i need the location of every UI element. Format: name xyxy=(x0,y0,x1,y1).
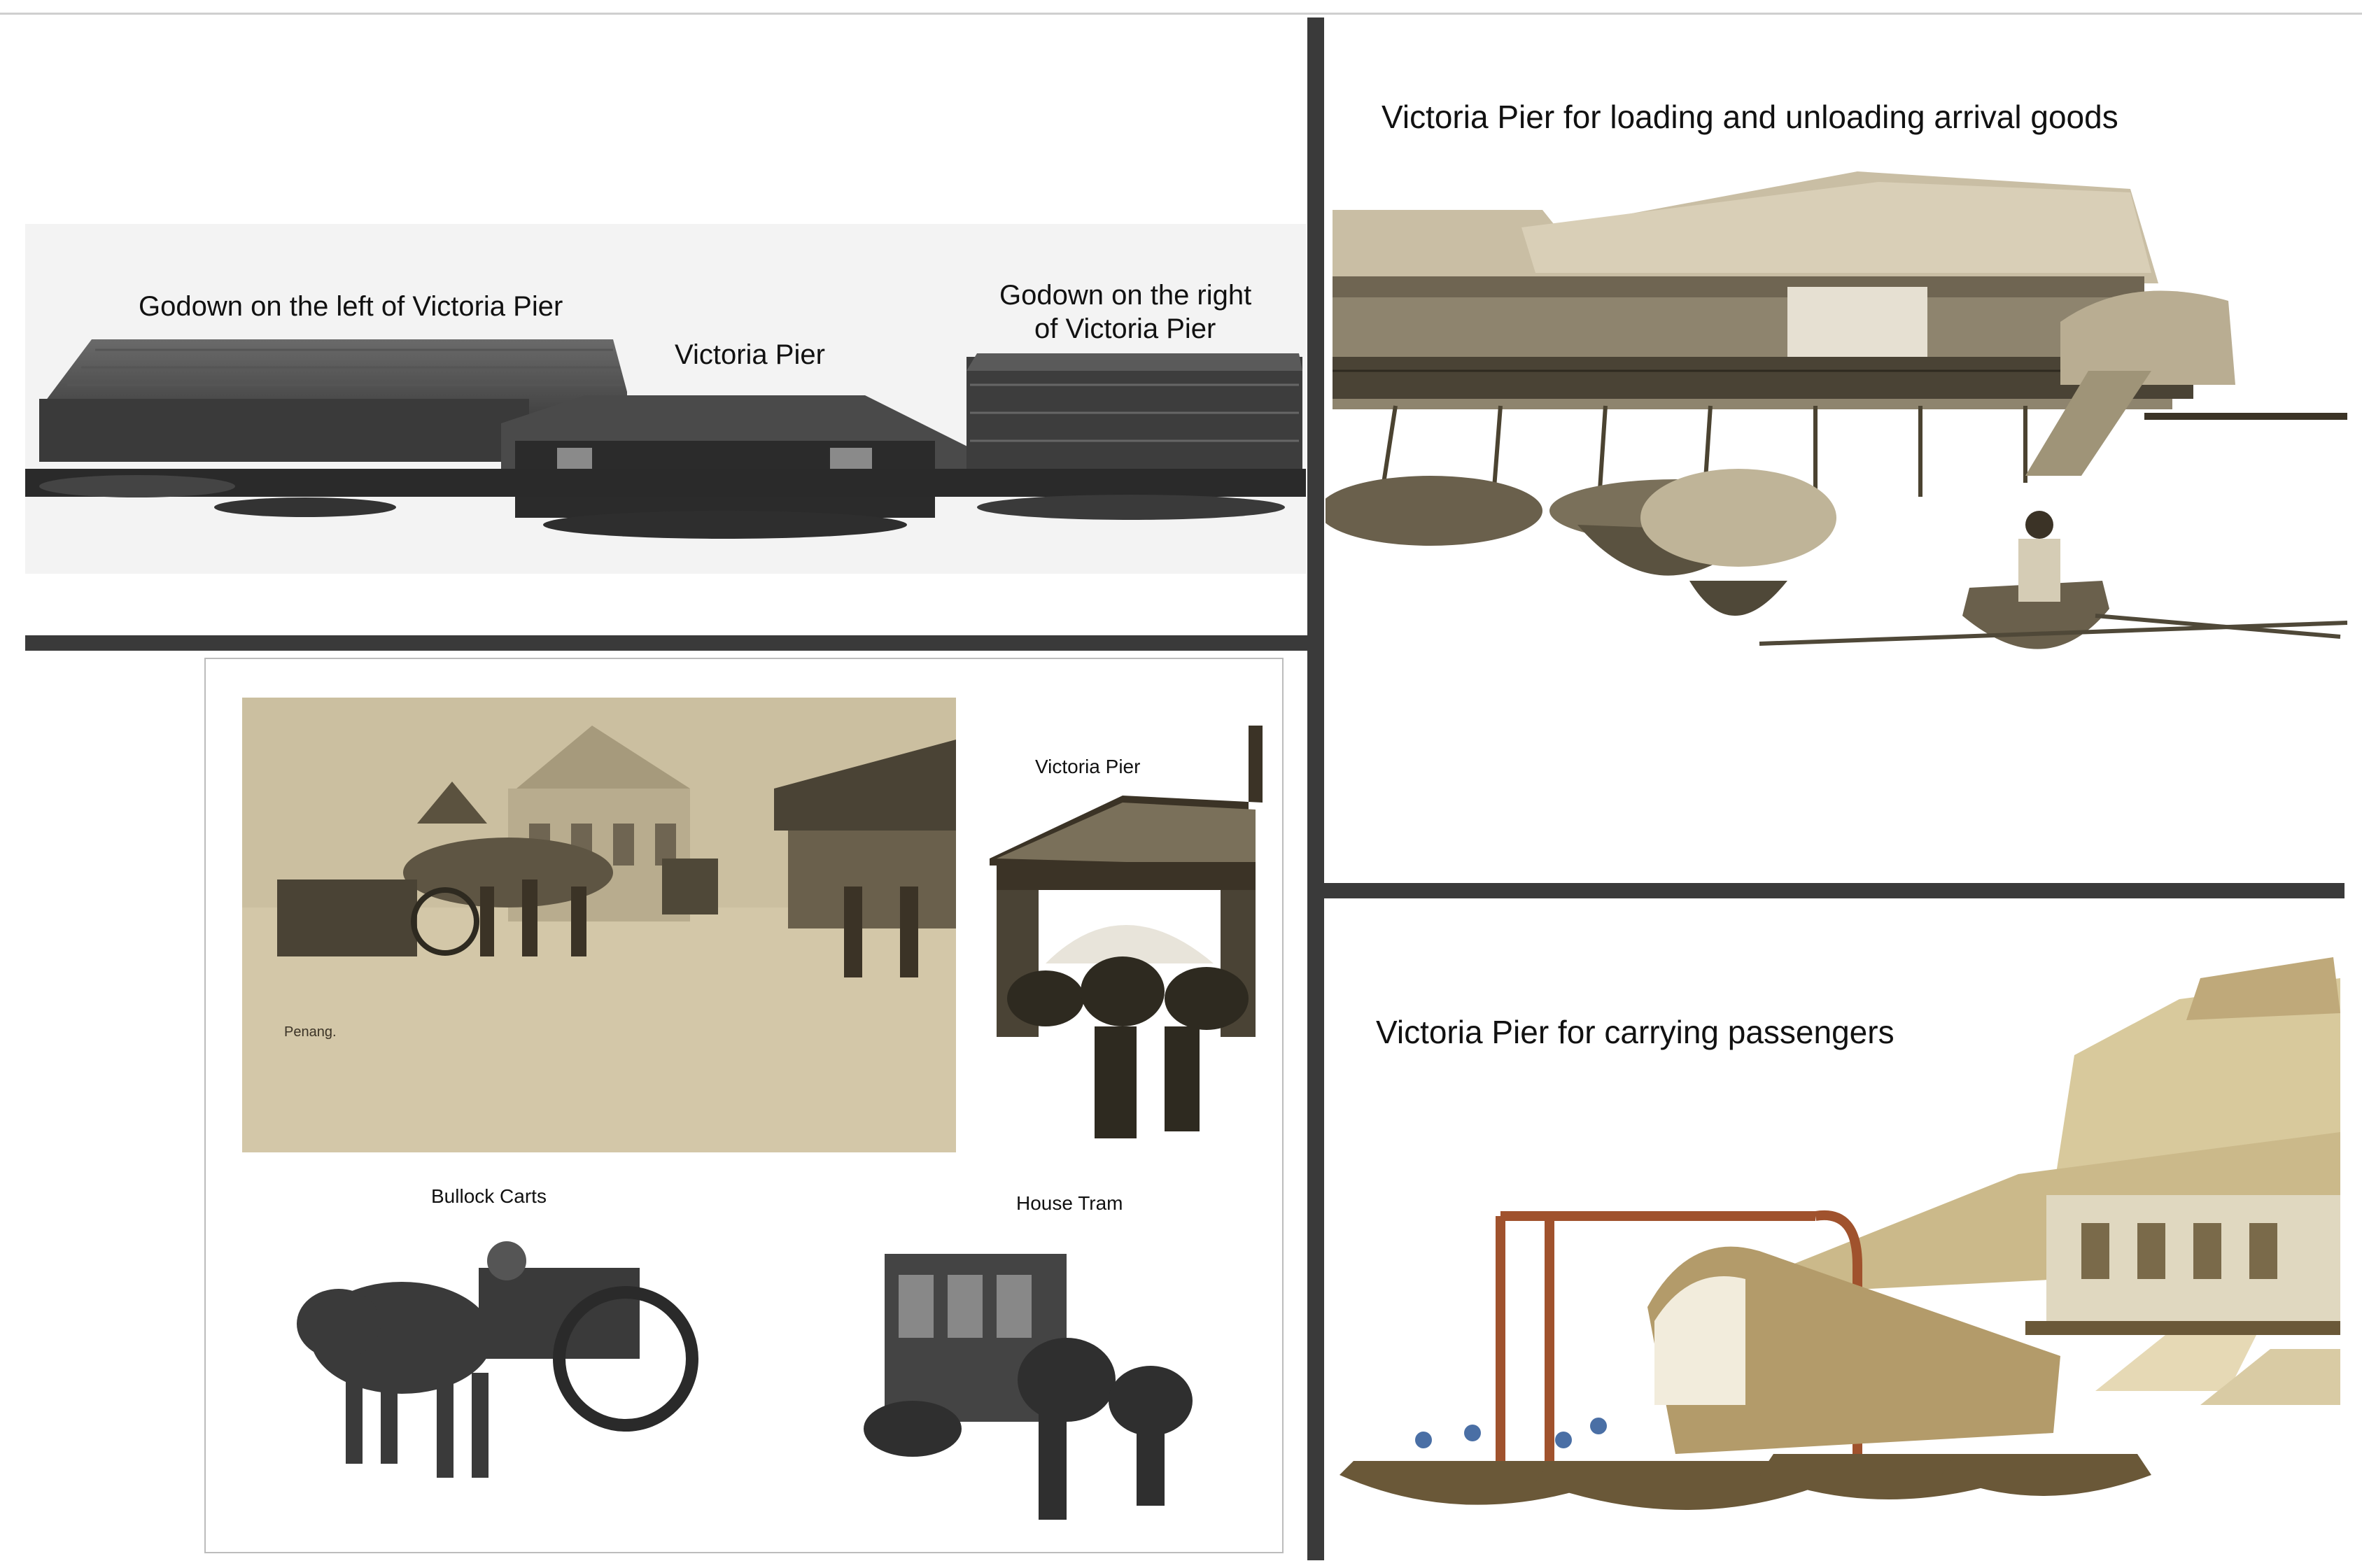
panel-top-left: Godown on the left of Victoria Pier Vict… xyxy=(25,21,1306,633)
top-rule xyxy=(0,13,2362,15)
label-victoria-pier-small: Victoria Pier xyxy=(1035,756,1141,777)
passenger-pier-illustration xyxy=(1340,957,2340,1510)
panel-bottom-left: Penang. Victoria Pier Bullock Carts Hous… xyxy=(204,658,1284,1553)
panel-top-right: Victoria Pier for loading and unloading … xyxy=(1326,21,2347,878)
caption-carrying-passengers: Victoria Pier for carrying passengers xyxy=(1376,1014,1894,1050)
label-bullock-carts: Bullock Carts xyxy=(431,1185,547,1207)
label-victoria-pier-top: Victoria Pier xyxy=(675,339,825,370)
godown-pier-photo xyxy=(25,224,1306,574)
horizontal-divider-right xyxy=(1323,883,2345,898)
street-postcard-photo xyxy=(242,698,956,1152)
house-tram-cutout xyxy=(864,1254,1193,1520)
loading-pier-photo xyxy=(1326,171,2347,649)
label-penang: Penang. xyxy=(284,1024,337,1040)
label-right-godown-line2: of Victoria Pier xyxy=(1034,313,1216,344)
label-right-godown-line1: Godown on the right xyxy=(999,280,1252,311)
bullock-carts-cutout xyxy=(297,1241,698,1478)
caption-loading-unloading: Victoria Pier for loading and unloading … xyxy=(1382,99,2118,135)
vertical-divider xyxy=(1307,17,1324,1560)
victoria-pier-cutout xyxy=(990,726,1263,1138)
label-left-godown: Godown on the left of Victoria Pier xyxy=(139,291,563,322)
horizontal-divider-left xyxy=(25,635,1309,651)
label-house-tram: House Tram xyxy=(1016,1192,1123,1214)
panel-bottom-right: Victoria Pier for carrying passengers xyxy=(1326,901,2347,1559)
